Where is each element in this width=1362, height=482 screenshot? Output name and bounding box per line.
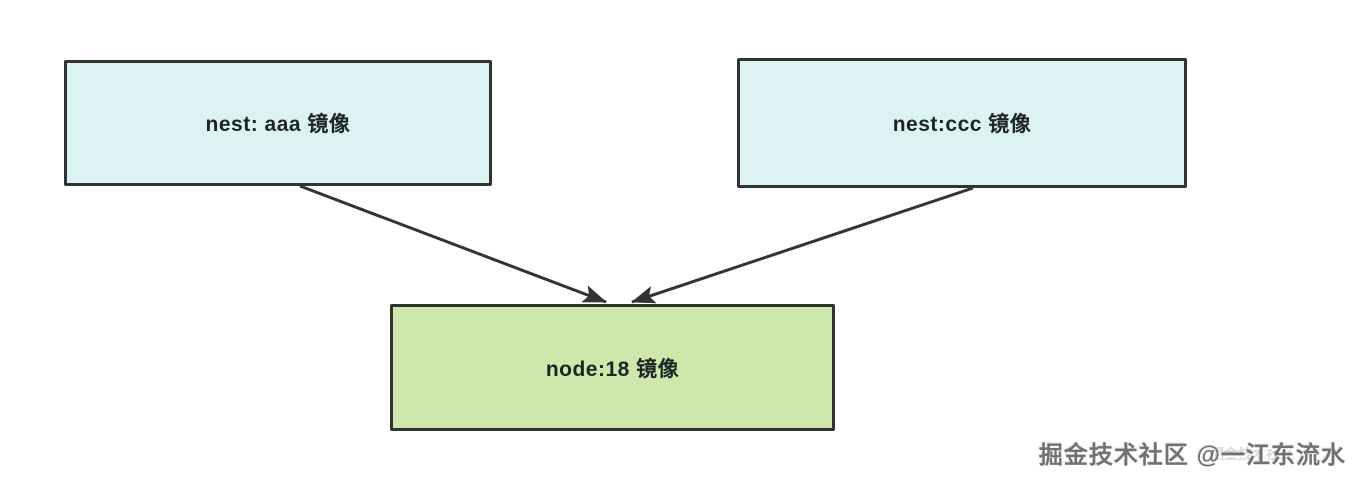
node-node18[interactable]: node:18 镜像 bbox=[390, 304, 835, 431]
node-nest-aaa[interactable]: nest: aaa 镜像 bbox=[64, 60, 492, 186]
edge-nest-aaa-to-node18 bbox=[299, 184, 607, 304]
node-nest-ccc-label: nest:ccc 镜像 bbox=[892, 113, 1032, 136]
node-nest-ccc[interactable]: nest:ccc 镜像 bbox=[737, 58, 1187, 188]
node-node18-label: node:18 镜像 bbox=[545, 357, 680, 381]
edge-nest-ccc-to-node18 bbox=[631, 186, 974, 304]
node-nest-aaa-label: nest: aaa 镜像 bbox=[205, 113, 351, 136]
